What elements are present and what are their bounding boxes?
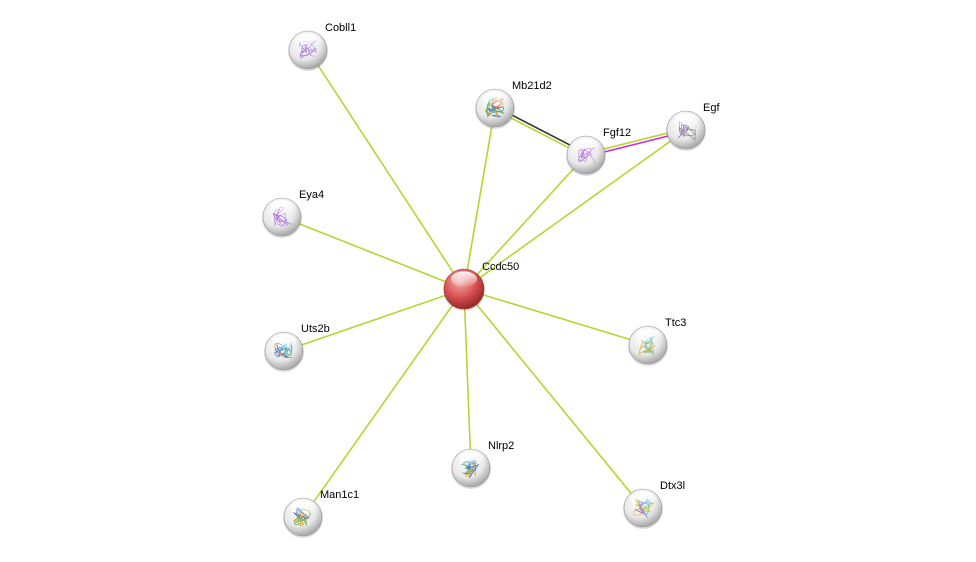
edge-line-textmining [283,288,465,352]
edge-Ccdc50-Mb21d2[interactable] [463,107,496,290]
edge-Ccdc50-Ttc3[interactable] [463,288,649,346]
edge-Ccdc50-Eya4[interactable] [281,216,465,290]
edge-Ccdc50-Egf[interactable] [463,129,687,290]
edge-line-textmining [281,216,465,290]
node-fgf12[interactable]: Fgf12 [566,127,631,176]
node-highlight [482,91,508,106]
node-label: Ccdc50 [482,261,519,273]
node-label: Cobll1 [325,22,356,34]
edge-line-textmining [463,288,649,346]
node-dtx3l[interactable]: Dtx3l [623,480,685,529]
edge-Ccdc50-Dtx3l[interactable] [463,288,644,509]
edge-Ccdc50-Nlrp2[interactable] [463,288,472,469]
edge-line-textmining [463,129,687,290]
edge-line-textmining [463,154,587,290]
edge-Ccdc50-Fgf12[interactable] [463,154,587,290]
node-highlight [451,271,477,287]
edge-Ccdc50-Cobll1[interactable] [307,49,465,290]
node-ccdc50[interactable]: Ccdc50 [443,261,519,311]
node-label: Ttc3 [665,317,686,329]
node-label: Eya4 [299,189,324,201]
edge-line-textmining [463,288,644,509]
node-eya4[interactable]: Eya4 [262,189,324,238]
edge-line-textmining [463,107,496,290]
node-label: Egf [703,102,720,114]
node-highlight [635,328,661,343]
node-highlight [295,33,321,48]
node-highlight [573,138,599,153]
node-cobll1[interactable]: Cobll1 [288,22,356,71]
node-label: Mb21d2 [512,80,552,92]
node-label: Nlrp2 [488,440,514,452]
node-mb21d2[interactable]: Mb21d2 [475,80,552,129]
node-highlight [458,451,484,466]
edge-line-textmining [463,288,472,469]
node-highlight [290,500,316,515]
node-nlrp2[interactable]: Nlrp2 [451,440,514,489]
node-label: Uts2b [301,323,330,335]
node-man1c1[interactable]: Man1c1 [283,489,359,538]
edge-Ccdc50-Man1c1[interactable] [302,288,465,518]
node-ttc3[interactable]: Ttc3 [628,317,686,366]
node-label: Dtx3l [660,480,685,492]
node-highlight [673,113,699,128]
edge-line-textmining [307,49,465,290]
edge-line-textmining [302,288,465,518]
node-uts2b[interactable]: Uts2b [264,323,330,372]
node-label: Fgf12 [603,127,631,139]
node-highlight [630,491,656,506]
edge-Ccdc50-Uts2b[interactable] [283,288,465,352]
node-highlight [269,200,295,215]
node-label: Man1c1 [320,489,359,501]
node-highlight [271,334,297,349]
node-egf[interactable]: Egf [666,102,720,151]
